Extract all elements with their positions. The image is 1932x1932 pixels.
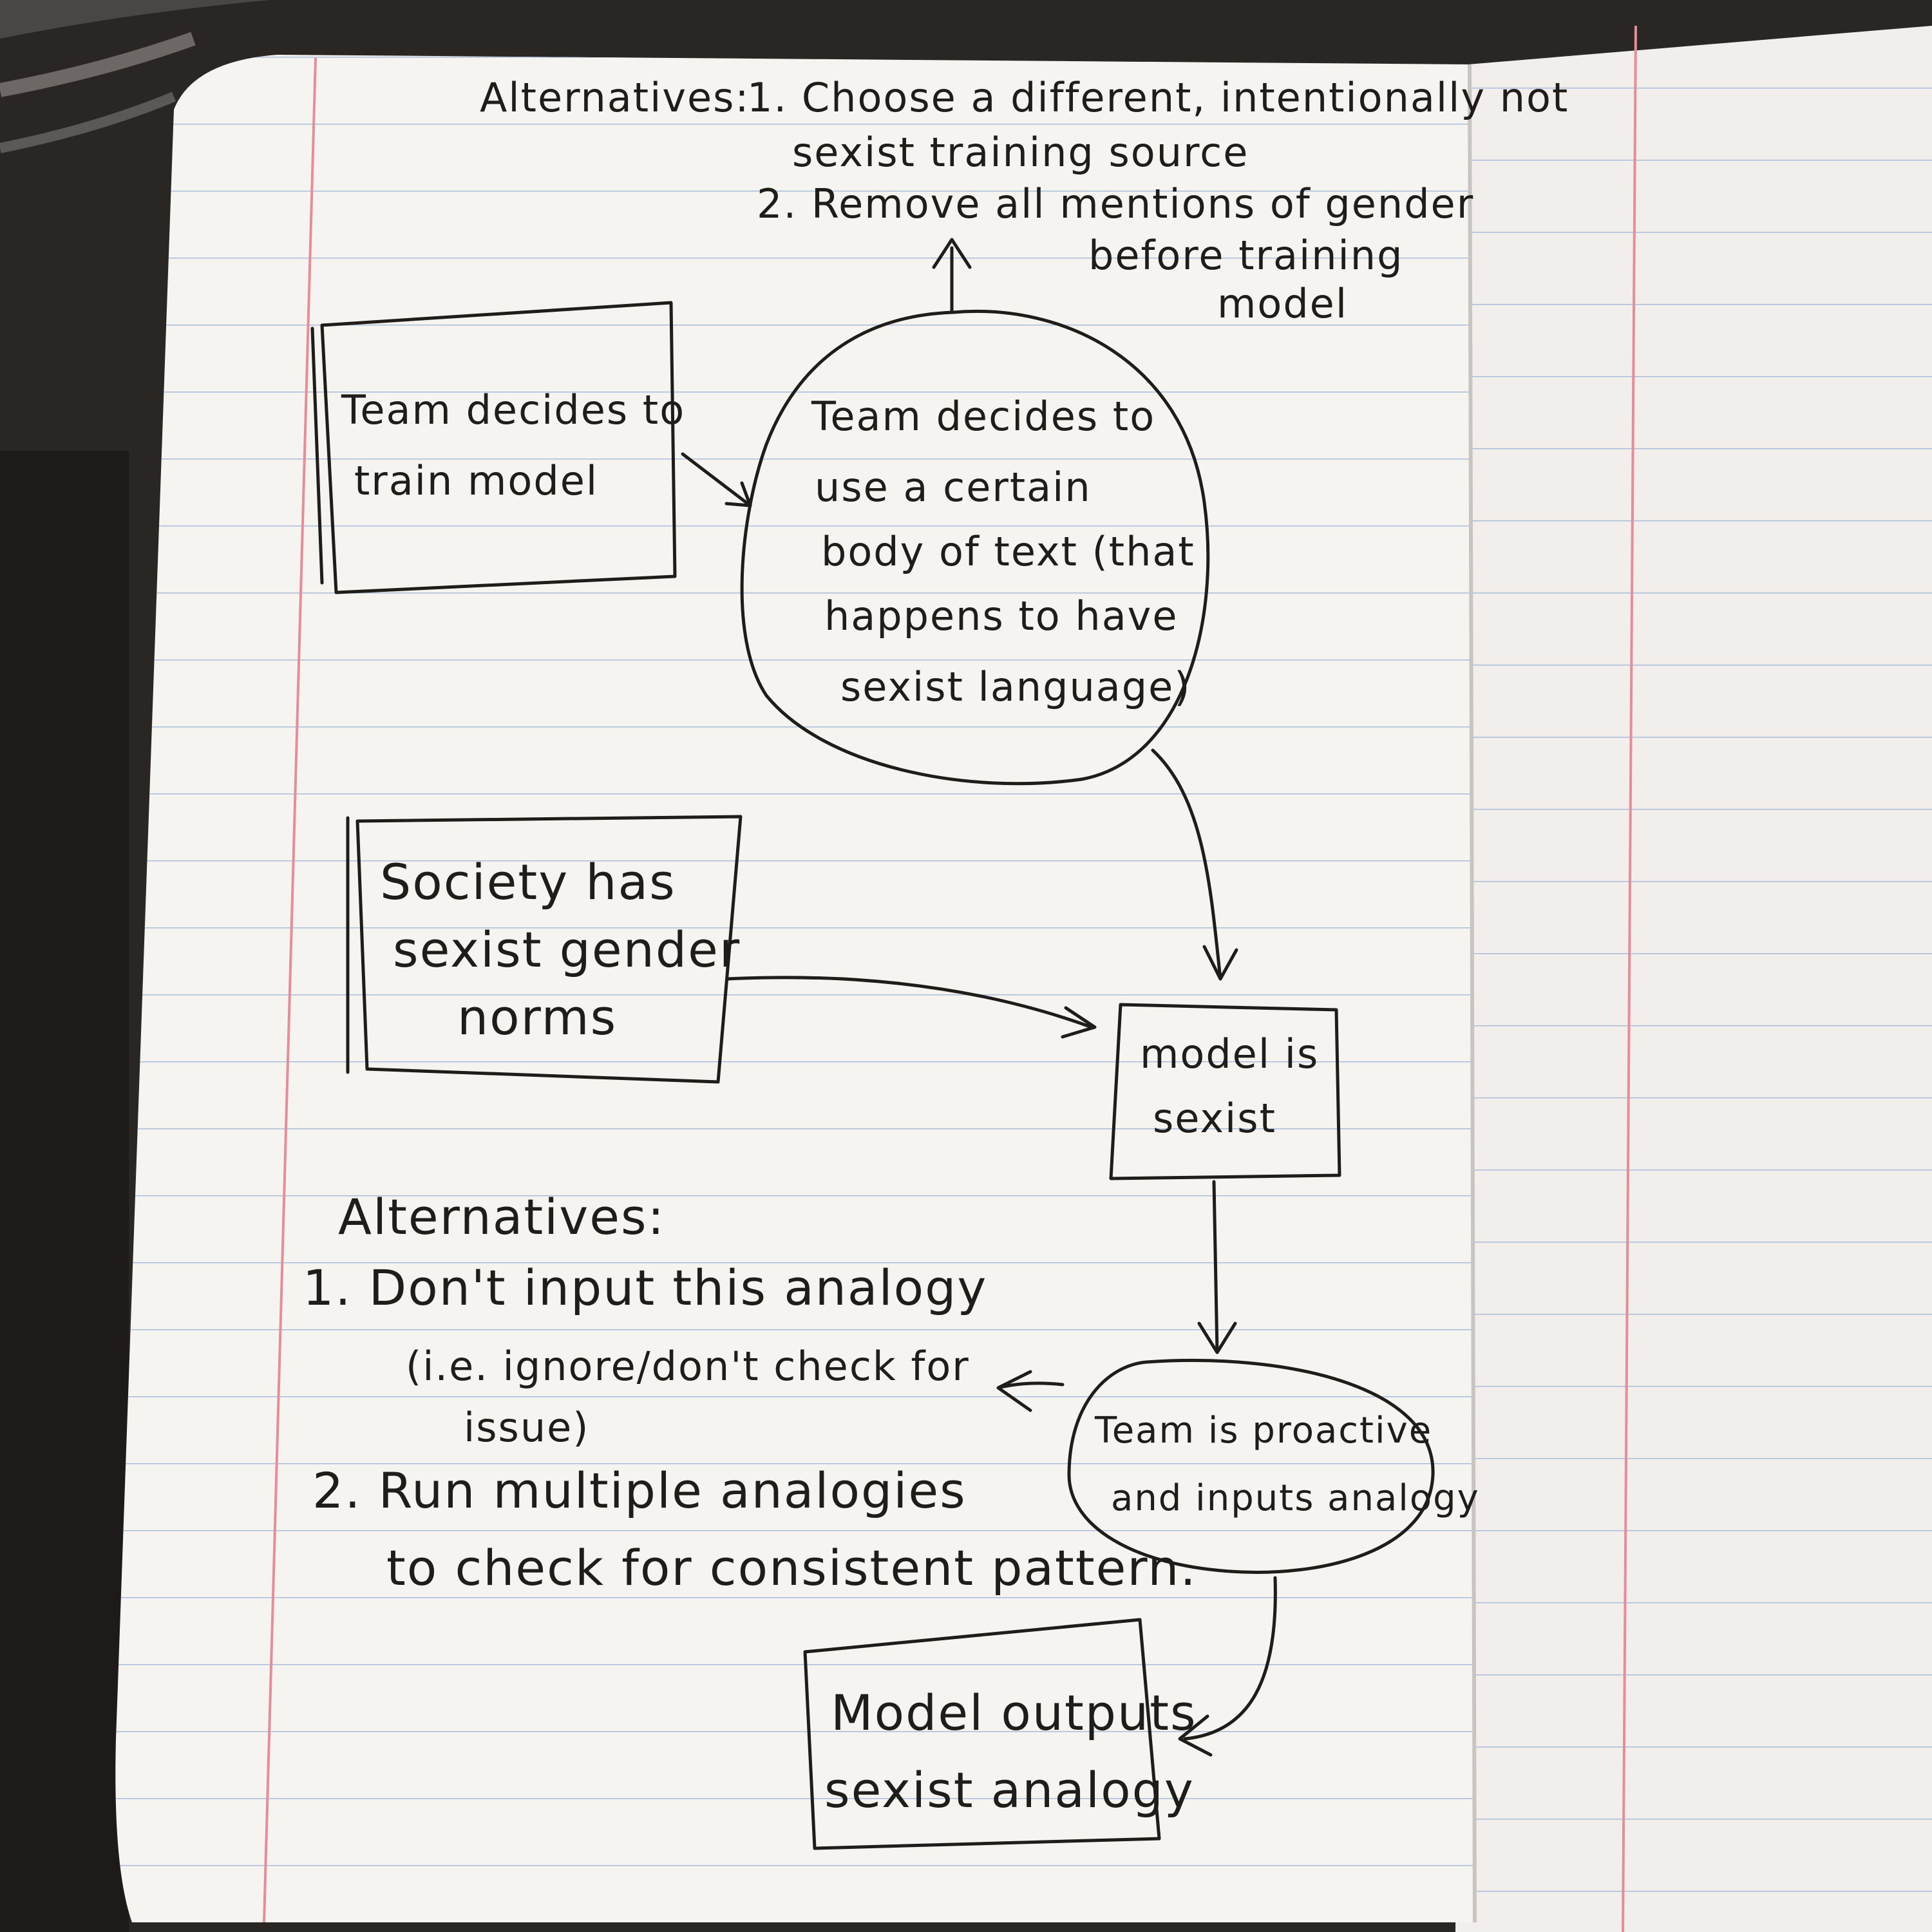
node-model-sexist-line-2: sexist	[1153, 1095, 1276, 1142]
node-body-of-text-line-3: body of text (that	[821, 528, 1195, 575]
arrow-society-to-model-sexist	[726, 976, 1097, 1039]
node-outputs-line-1: Model outputs	[831, 1684, 1197, 1741]
top-alternative-2-line-1: 2. Remove all mentions of gender	[757, 180, 1475, 227]
ellipse-proactive	[1067, 1358, 1435, 1574]
top-alternative-2-line-2: before training	[1088, 232, 1404, 279]
circle-body-of-text	[740, 309, 1210, 786]
arrow-proactive-to-bottom-alternatives	[996, 1370, 1065, 1412]
top-alternative-1-line-2: sexist training source	[792, 129, 1249, 176]
node-train-model-line-2: train model	[354, 457, 599, 504]
node-society-line-2: sexist gender	[393, 921, 741, 978]
top-alternative-2-line-3: model	[1217, 280, 1349, 327]
bottom-alternatives-heading: Alternatives:	[338, 1188, 666, 1245]
arrow-model-sexist-to-proactive	[1197, 1180, 1237, 1354]
bottom-alternative-1-line-3: issue)	[464, 1404, 590, 1451]
bottom-alternative-2-line-2: to check for consistent pattern.	[386, 1539, 1197, 1596]
box-society	[346, 815, 743, 1084]
node-society-line-3: norms	[457, 989, 618, 1046]
node-society-line-1: Society has	[380, 853, 676, 911]
node-proactive-line-1: Team is proactive	[1095, 1410, 1433, 1452]
arrow-train-to-body	[681, 452, 752, 507]
node-body-of-text-line-4: happens to have	[824, 592, 1179, 639]
node-body-of-text-line-5: sexist language)	[840, 663, 1191, 710]
node-model-sexist-line-1: model is	[1140, 1030, 1320, 1077]
node-body-of-text-line-2: use a certain	[815, 464, 1092, 511]
top-alternatives-heading: Alternatives:	[480, 74, 750, 121]
node-body-of-text-line-1: Team decides to	[811, 393, 1156, 440]
left-page	[115, 55, 1477, 1923]
node-train-model-line-1: Team decides to	[341, 386, 686, 433]
bottom-alternative-1-line-1: 1. Don't input this analogy	[303, 1259, 988, 1316]
box-train-model	[310, 301, 677, 594]
bottom-alternative-1-line-2: (i.e. ignore/don't check for	[406, 1343, 970, 1390]
bottom-alternative-2-line-1: 2. Run multiple analogies	[312, 1462, 967, 1519]
box-model-sexist	[1109, 1003, 1341, 1180]
top-alternative-1-line-1: 1. Choose a different, intentionally not	[747, 74, 1569, 121]
node-outputs-line-2: sexist analogy	[824, 1761, 1195, 1819]
box-model-outputs	[803, 1618, 1161, 1850]
arrow-body-to-top-alternatives	[932, 238, 972, 312]
right-page	[1455, 25, 1932, 1932]
arrow-body-to-model-sexist	[1151, 748, 1238, 981]
arrow-proactive-to-outputs	[1178, 1576, 1277, 1757]
node-proactive-line-2: and inputs analogy	[1111, 1477, 1480, 1519]
